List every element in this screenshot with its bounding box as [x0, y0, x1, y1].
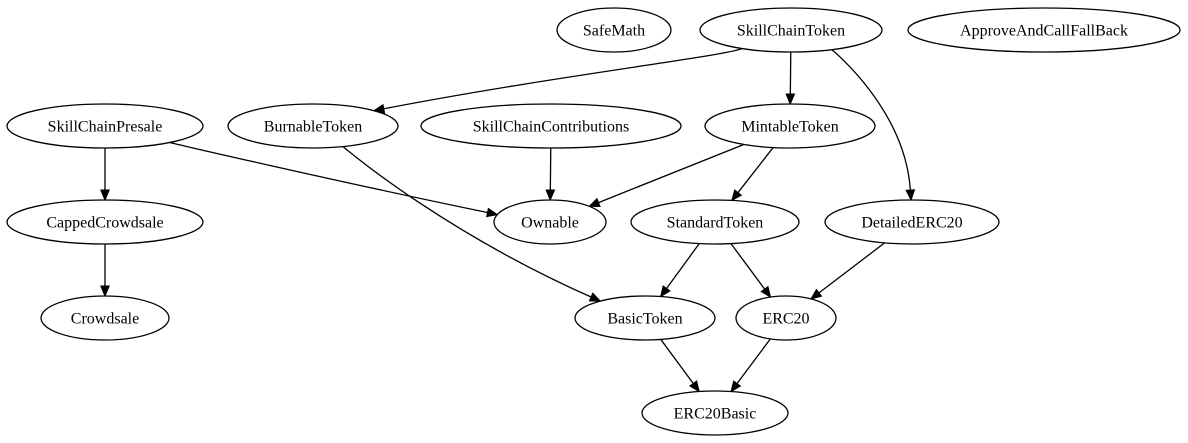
- edge-mintable-token-to-standard-token: [731, 147, 774, 202]
- arrowhead: [659, 285, 671, 298]
- arrowhead: [785, 93, 796, 106]
- arrowhead: [688, 380, 700, 393]
- node-basic-token: BasicToken: [574, 295, 716, 341]
- node-label: SkillChainToken: [737, 23, 845, 40]
- nodes-layer: SafeMath SkillChainToken ApproveAndCallFal…: [6, 7, 1181, 436]
- node-ellipse: [630, 199, 800, 245]
- arrowhead: [100, 285, 110, 298]
- arrowhead: [100, 189, 110, 202]
- node-label: ERC20Basic: [674, 406, 757, 423]
- edge-detailed-erc20-to-erc20: [809, 242, 885, 300]
- node-label: Crowdsale: [71, 311, 139, 328]
- node-burnable-token: BurnableToken: [227, 103, 399, 149]
- node-label: SafeMath: [583, 23, 645, 40]
- node-ellipse: [6, 199, 204, 245]
- node-ellipse: [699, 7, 883, 53]
- node-label: ApproveAndCallFallBack: [960, 23, 1128, 40]
- node-ellipse: [704, 103, 876, 149]
- node-label: ERC20: [762, 311, 809, 328]
- node-label: CappedCrowdsale: [46, 215, 163, 232]
- node-ellipse: [493, 199, 607, 245]
- node-label: BasicToken: [607, 311, 682, 328]
- node-label: SkillChainPresale: [48, 119, 163, 136]
- edge-capped-crowdsale-to-crowdsale: [100, 244, 110, 298]
- arrowhead: [588, 292, 602, 302]
- edge-skill-chain-token-to-burnable-token: [372, 47, 743, 114]
- edge-line: [660, 339, 694, 384]
- node-safe-math: SafeMath: [556, 7, 672, 53]
- edge-standard-token-to-basic-token: [659, 243, 700, 298]
- edge-skill-chain-token-to-mintable-token: [785, 51, 796, 106]
- node-ellipse: [907, 7, 1181, 53]
- arrowhead: [730, 380, 742, 393]
- edge-standard-token-to-erc20: [730, 243, 772, 299]
- node-ellipse: [574, 295, 716, 341]
- node-ellipse: [824, 199, 1000, 245]
- node-erc20-basic: ERC20Basic: [641, 390, 789, 436]
- node-label: BurnableToken: [264, 119, 362, 136]
- arrowhead: [486, 207, 499, 218]
- node-ellipse: [556, 7, 672, 53]
- edge-skill-chain-token-to-detailed-erc20: [830, 49, 916, 202]
- edge-line: [830, 49, 912, 191]
- node-standard-token: StandardToken: [630, 199, 800, 245]
- node-ellipse: [641, 390, 789, 436]
- node-ellipse: [6, 103, 204, 149]
- node-detailed-erc20: DetailedERC20: [824, 199, 1000, 245]
- node-label: StandardToken: [667, 215, 764, 232]
- node-ellipse: [735, 295, 837, 341]
- arrowhead: [809, 288, 823, 300]
- node-capped-crowdsale: CappedCrowdsale: [6, 199, 204, 245]
- node-erc20: ERC20: [735, 295, 837, 341]
- node-mintable-token: MintableToken: [704, 103, 876, 149]
- node-label: MintableToken: [741, 119, 839, 136]
- edges-layer: [100, 47, 916, 393]
- edge-line: [737, 147, 774, 193]
- arrowhead: [760, 285, 772, 299]
- node-ellipse: [227, 103, 399, 149]
- node-skill-chain-token: SkillChainToken: [699, 7, 883, 53]
- edge-skill-chain-presale-to-capped-crowdsale: [100, 148, 110, 202]
- edge-line: [736, 338, 771, 384]
- node-label: DetailedERC20: [861, 215, 962, 232]
- node-label: Ownable: [521, 215, 579, 232]
- edge-line: [169, 141, 488, 214]
- edge-basic-token-to-erc20-basic: [660, 339, 700, 393]
- edge-line: [342, 146, 592, 298]
- node-ellipse: [40, 295, 170, 341]
- edge-line: [818, 242, 885, 294]
- edge-mintable-token-to-ownable: [588, 143, 745, 208]
- node-skill-chain-presale: SkillChainPresale: [6, 103, 204, 149]
- arrowhead: [545, 189, 556, 202]
- node-approve-and-call-fall-back: ApproveAndCallFallBack: [907, 7, 1181, 53]
- edge-skill-chain-contributions-to-ownable: [545, 147, 556, 202]
- edge-line: [666, 243, 700, 289]
- edge-skill-chain-presale-to-ownable: [169, 141, 499, 218]
- edge-erc20-to-erc20-basic: [730, 338, 771, 393]
- node-ownable: Ownable: [493, 199, 607, 245]
- edge-line: [383, 47, 743, 110]
- arrowhead: [905, 189, 916, 202]
- arrowhead: [588, 197, 601, 208]
- edge-line: [730, 243, 766, 290]
- edge-burnable-token-to-basic-token: [342, 146, 602, 302]
- node-crowdsale: Crowdsale: [40, 295, 170, 341]
- node-skill-chain-contributions: SkillChainContributions: [420, 103, 682, 149]
- edge-line: [598, 143, 745, 204]
- node-ellipse: [420, 103, 682, 149]
- node-label: SkillChainContributions: [473, 119, 629, 136]
- arrowhead: [731, 189, 743, 202]
